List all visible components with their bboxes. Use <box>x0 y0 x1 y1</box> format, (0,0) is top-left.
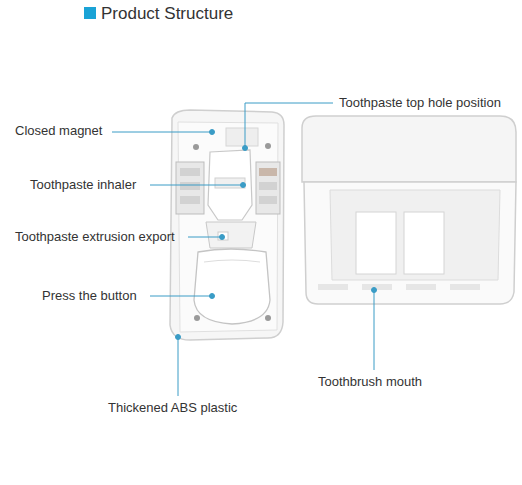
dispenser-body <box>170 110 284 340</box>
part-label: Toothpaste top hole position <box>339 95 501 111</box>
diagram-title: Product Structure <box>101 4 233 24</box>
part-label: Closed magnet <box>15 123 102 139</box>
part-label: Thickened ABS plastic <box>108 400 237 416</box>
title-marker <box>84 7 96 19</box>
part-label: Press the button <box>42 288 137 304</box>
part-label: Toothpaste inhaler <box>30 177 136 193</box>
part-label: Toothbrush mouth <box>318 374 422 390</box>
toothbrush-holder <box>302 116 516 304</box>
part-label: Toothpaste extrusion export <box>15 229 175 245</box>
leader-lines <box>112 103 377 396</box>
